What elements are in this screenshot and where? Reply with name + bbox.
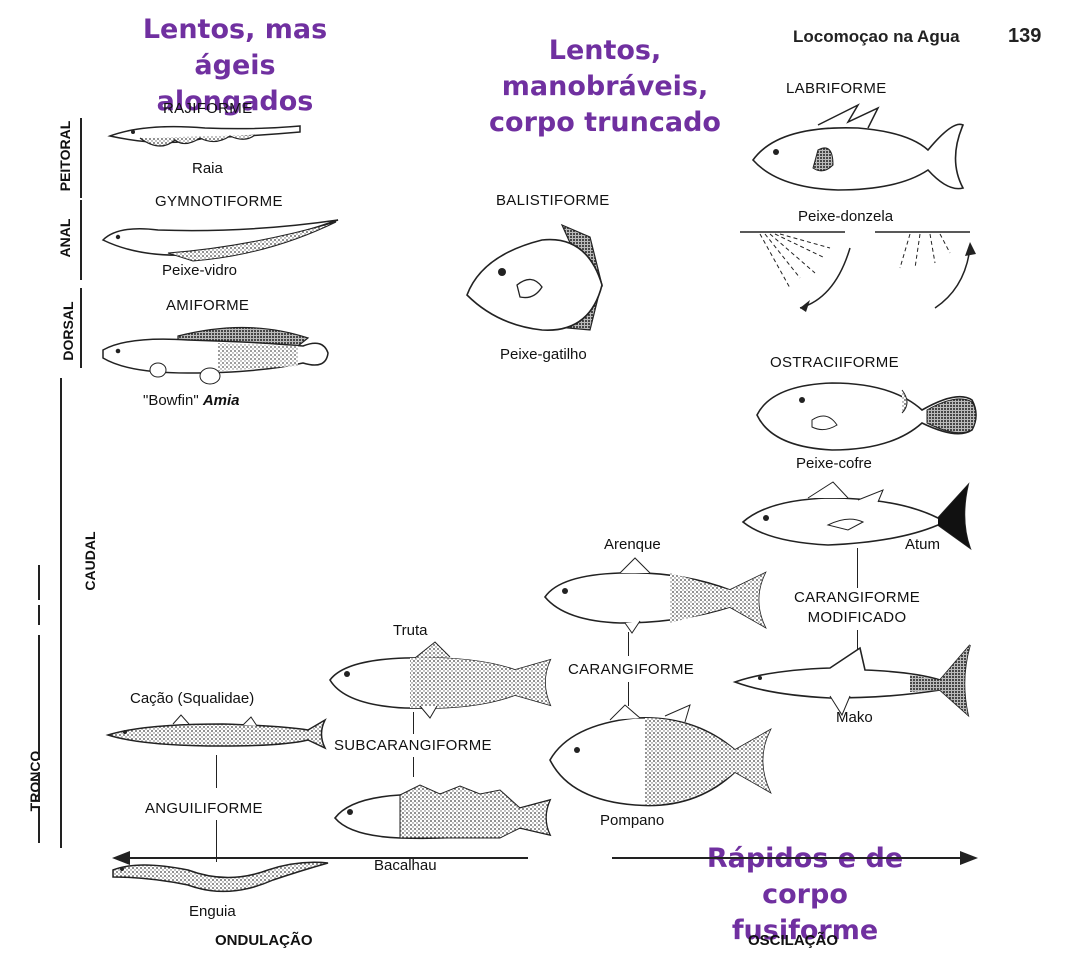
caption-bowfin-genus: Amia bbox=[203, 392, 240, 409]
peixe-donzela-drawing bbox=[748, 100, 968, 200]
connector-atum-carangiforme-mod bbox=[857, 548, 858, 588]
mode-gymnotiforme: GYMNOTIFORME bbox=[155, 193, 283, 210]
mode-subcarangiforme: SUBCARANGIFORME bbox=[334, 737, 492, 754]
caption-enguia: Enguia bbox=[189, 903, 236, 920]
peixe-gatilho-drawing bbox=[462, 215, 622, 345]
caption-raia: Raia bbox=[192, 160, 223, 177]
amia-drawing bbox=[98, 318, 338, 393]
arenque-drawing bbox=[540, 555, 770, 635]
side-label-anal: ANAL bbox=[57, 208, 73, 268]
caption-peixe-cofre: Peixe-cofre bbox=[796, 455, 872, 472]
caption-mako: Mako bbox=[836, 709, 873, 726]
bar-caudal bbox=[60, 378, 62, 848]
connector-cacao-anguiliforme bbox=[216, 755, 217, 788]
mode-amiforme: AMIFORME bbox=[166, 297, 249, 314]
caption-arenque: Arenque bbox=[604, 536, 661, 553]
caption-atum: Atum bbox=[905, 536, 940, 553]
mode-carangiforme: CARANGIFORME bbox=[568, 661, 694, 678]
axis-label-oscilacao: OSCILAÇÃO bbox=[748, 932, 838, 949]
caption-truta: Truta bbox=[393, 622, 427, 639]
annotation-slow-maneuverable: Lentos, manobráveis, corpo truncado bbox=[455, 33, 755, 141]
mode-anguiliforme: ANGUILIFORME bbox=[145, 800, 263, 817]
arrow-oscilacao bbox=[610, 848, 980, 868]
truta-drawing bbox=[325, 640, 555, 720]
peixe-cofre-drawing bbox=[752, 375, 982, 455]
caption-peixe-vidro: Peixe-vidro bbox=[162, 262, 237, 279]
axis-label-ondulacao: ONDULAÇÃO bbox=[215, 932, 313, 949]
bar-dorsal bbox=[80, 288, 82, 368]
raia-drawing bbox=[105, 118, 305, 163]
bar-tronco-5 bbox=[38, 808, 40, 843]
bacalhau-drawing bbox=[330, 780, 555, 850]
cacao-drawing bbox=[103, 710, 333, 760]
side-label-peitoral: PEITORAL bbox=[57, 116, 73, 196]
connector-arenque-carangiforme bbox=[628, 632, 629, 656]
annotation-slow-agile-line1: Lentos, mas ágeis bbox=[100, 12, 370, 84]
annotation-slow-maneuverable-line2: corpo truncado bbox=[455, 105, 755, 141]
caption-peixe-gatilho: Peixe-gatilho bbox=[500, 346, 587, 363]
side-label-dorsal: DORSAL bbox=[60, 296, 76, 366]
page-header-title: Locomoçao na Agua bbox=[793, 27, 960, 47]
bar-tronco-1 bbox=[38, 565, 40, 600]
pompano-drawing bbox=[545, 700, 775, 820]
fin-stroke-diagram bbox=[740, 228, 980, 318]
mode-ostraciiforme: OSTRACIIFORME bbox=[770, 354, 899, 371]
annotation-slow-maneuverable-line1: Lentos, manobráveis, bbox=[455, 33, 755, 105]
mode-carangiforme-modificado-line1: CARANGIFORME bbox=[787, 588, 927, 608]
connector-subcarangiforme-bacalhau bbox=[413, 757, 414, 777]
mode-carangiforme-modificado-line2: MODIFICADO bbox=[787, 608, 927, 628]
page-number: 139 bbox=[1008, 25, 1041, 48]
bar-tronco-2 bbox=[38, 605, 40, 625]
mode-carangiforme-modificado: CARANGIFORME MODIFICADO bbox=[787, 588, 927, 628]
caption-pompano: Pompano bbox=[600, 812, 664, 829]
bar-anal bbox=[80, 200, 82, 280]
side-label-caudal: CAUDAL bbox=[82, 526, 98, 596]
mode-labriforme: LABRIFORME bbox=[786, 80, 887, 97]
peixe-vidro-drawing bbox=[98, 215, 343, 265]
caption-bowfin-common: "Bowfin" bbox=[143, 392, 199, 409]
bar-peitoral bbox=[80, 118, 82, 198]
caption-cacao: Cação (Squalidae) bbox=[130, 690, 254, 707]
atum-drawing bbox=[738, 480, 978, 560]
arrow-ondulacao bbox=[110, 848, 530, 868]
caption-peixe-donzela: Peixe-donzela bbox=[798, 208, 893, 225]
caption-bowfin: "Bowfin" Amia bbox=[143, 392, 240, 409]
connector-truta-subcarangiforme bbox=[413, 712, 414, 734]
bar-tronco-4 bbox=[38, 772, 40, 802]
side-label-tronco: TRONCO bbox=[27, 746, 43, 816]
mode-rajiforme: RAJIFORME bbox=[163, 100, 252, 117]
mode-balistiforme: BALISTIFORME bbox=[496, 192, 610, 209]
bar-tronco-3 bbox=[38, 635, 40, 760]
